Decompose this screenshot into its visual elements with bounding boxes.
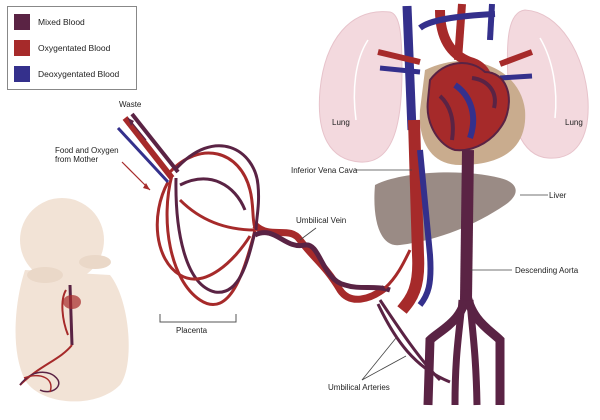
left-lung — [318, 11, 403, 163]
right-lung — [506, 9, 589, 159]
mixed-swatch — [14, 13, 30, 30]
liver — [374, 172, 516, 246]
waste-label: Waste — [119, 100, 142, 109]
oxygenated-swatch — [14, 39, 30, 56]
umbilical-vein-label: Umbilical Vein — [296, 216, 347, 225]
lung-right-label: Lung — [565, 118, 583, 127]
legend-item-oxygenated: Oxygentated Blood — [14, 38, 110, 57]
deoxygenated-swatch — [14, 65, 30, 82]
umbilical-arteries-label: Umbilical Arteries — [328, 383, 390, 392]
placenta-vessels — [155, 144, 261, 307]
liver-label: Liver — [549, 191, 567, 200]
baby-illustration — [15, 198, 129, 402]
legend-label: Oxygentated Blood — [38, 42, 111, 53]
inferior-vena-cava-label: Inferior Vena Cava — [291, 166, 358, 175]
legend-label: Deoxygentated Blood — [38, 68, 120, 79]
placenta-bracket — [159, 314, 237, 323]
lung-left-label: Lung — [332, 118, 350, 127]
legend-item-mixed: Mixed Blood — [14, 12, 85, 31]
legend-item-deoxygenated: Deoxygentated Blood — [14, 64, 119, 83]
descending-aorta-label: Descending Aorta — [515, 266, 579, 275]
placenta-label: Placenta — [176, 326, 208, 335]
legend: Mixed Blood Oxygentated Blood Deoxygenta… — [7, 6, 137, 90]
legend-label: Mixed Blood — [38, 16, 85, 27]
food-oxygen-label: Food and Oxygen from Mother — [55, 146, 119, 165]
